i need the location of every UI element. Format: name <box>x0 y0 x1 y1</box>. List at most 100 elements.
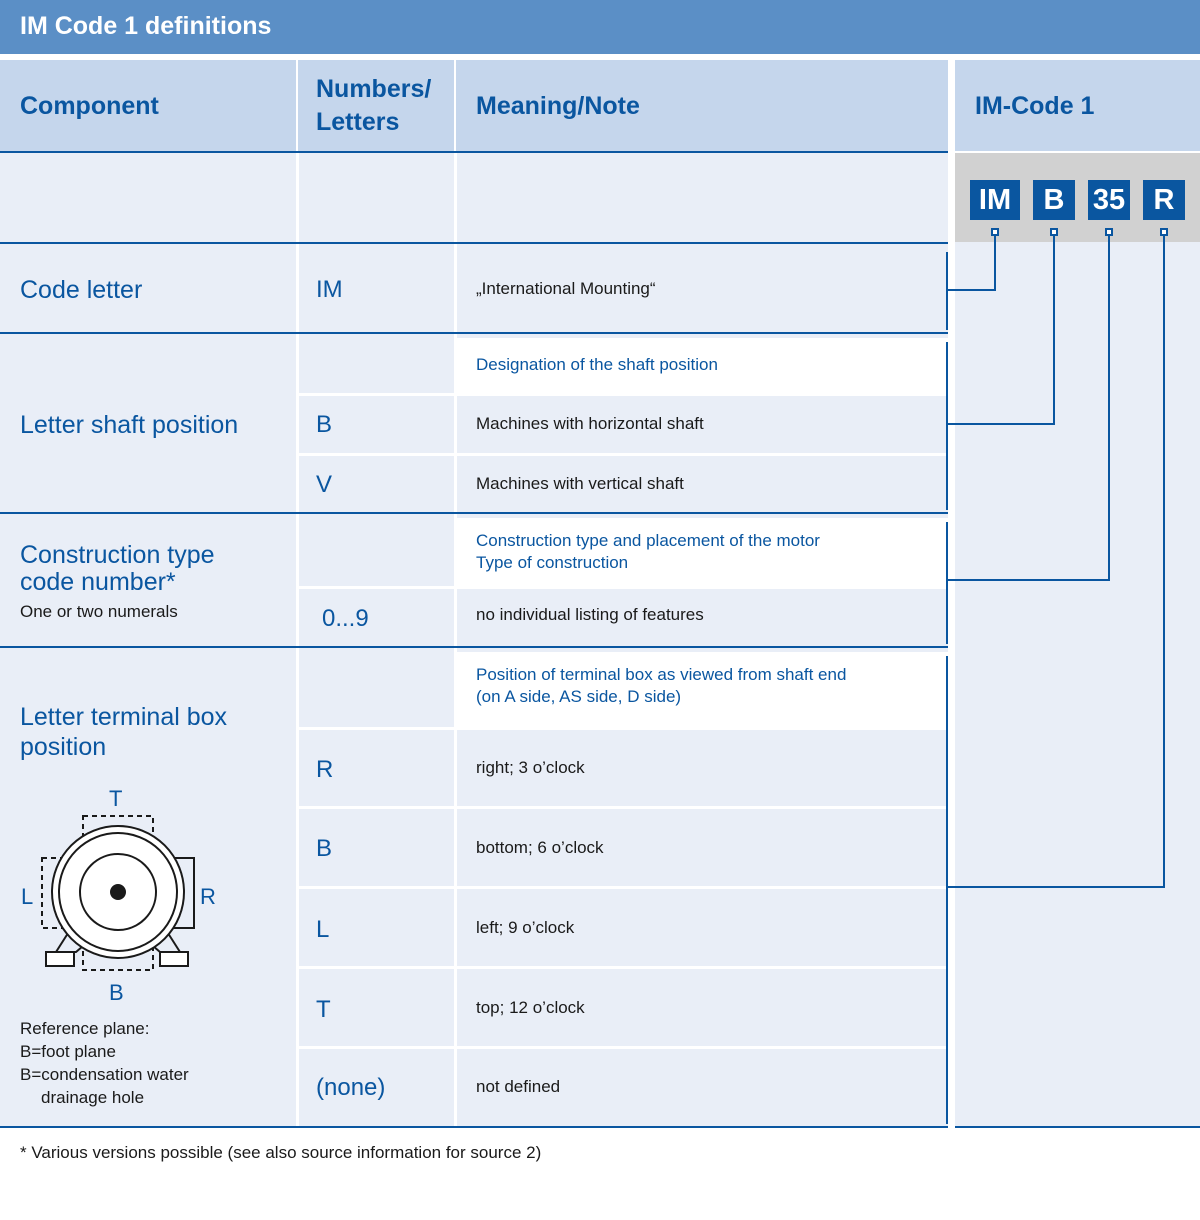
reference-line2: B=foot plane <box>20 1042 116 1061</box>
header-imcode: IM-Code 1 <box>975 92 1095 120</box>
connector-node-35 <box>1105 228 1113 236</box>
spacer-row <box>0 153 948 242</box>
sub-divider <box>296 727 948 730</box>
col-divider <box>296 648 299 1126</box>
col-divider <box>296 334 299 512</box>
terminal-symbol-l: L <box>316 916 330 943</box>
row-separator <box>955 1126 1200 1128</box>
shaft-symbol-b: B <box>316 411 333 438</box>
col-divider <box>296 244 299 332</box>
col-divider <box>296 153 299 242</box>
header-imcode-cell: IM-Code 1 <box>955 60 1200 151</box>
foot-pad-right <box>159 951 189 967</box>
reference-line1: Reference plane: <box>20 1019 150 1038</box>
reference-line4: drainage hole <box>41 1088 145 1107</box>
connector-b <box>1053 236 1055 425</box>
header-meaning: Meaning/Note <box>476 92 640 120</box>
sub-divider <box>296 886 948 889</box>
sub-divider <box>296 806 948 809</box>
code-letter-meaning: „International Mounting“ <box>476 279 656 298</box>
motor-rotor <box>79 853 157 931</box>
connector-node-b <box>1050 228 1058 236</box>
diagram-label-left: L <box>21 884 34 909</box>
connector-im <box>994 236 996 291</box>
connector-node-r <box>1160 228 1168 236</box>
shaft-heading-cell <box>456 338 948 393</box>
row-separator <box>0 332 948 334</box>
connector-35 <box>948 579 1110 581</box>
section-bracket <box>946 522 948 644</box>
shaft-symbol-v: V <box>316 471 333 498</box>
title-bar: IM Code 1 definitions <box>0 0 1200 54</box>
shaft-meaning-v: Machines with vertical shaft <box>476 474 684 493</box>
connector-35 <box>1108 236 1110 581</box>
row-separator <box>0 242 948 244</box>
shaft <box>110 884 126 900</box>
imcode-column <box>955 153 1200 1128</box>
code-box-b: B <box>1033 180 1075 220</box>
terminal-meaning-l: left; 9 o’clock <box>476 918 575 937</box>
shaft-heading: Designation of the shaft position <box>476 355 718 374</box>
code-letter-symbol: IM <box>316 276 343 303</box>
footnote: * Various versions possible (see also so… <box>20 1143 542 1162</box>
header-component-cell: Component <box>0 60 296 151</box>
connector-node-im <box>991 228 999 236</box>
motor-ring <box>58 832 178 952</box>
construction-heading-line2: Type of construction <box>476 553 629 572</box>
construction-heading-line1: Construction type and placement of the m… <box>476 531 820 550</box>
reference-line3: B=condensation water <box>20 1065 189 1084</box>
connector-r <box>1163 236 1165 888</box>
terminal-symbol-none: (none) <box>316 1074 386 1101</box>
terminal-component-line2: position <box>20 733 107 761</box>
foot-pad-left <box>45 951 75 967</box>
col-divider <box>454 244 457 332</box>
header-numbers-cell: Numbers/ Letters <box>298 60 454 151</box>
header-numbers-line2: Letters <box>316 108 400 136</box>
connector-r <box>948 886 1165 888</box>
row-separator <box>0 151 948 153</box>
row-separator <box>0 1126 948 1128</box>
row-separator <box>0 646 948 648</box>
terminal-symbol-b: B <box>316 835 333 862</box>
row-code-letter <box>0 244 948 332</box>
sub-divider <box>296 966 948 969</box>
col-divider <box>454 514 457 646</box>
connector-b <box>948 423 1055 425</box>
header-numbers-line1: Numbers/ <box>316 75 432 103</box>
terminal-box-bottom <box>82 943 154 971</box>
sub-divider <box>296 586 948 589</box>
connector-im <box>948 289 996 291</box>
sub-divider <box>296 453 948 456</box>
page-title: IM Code 1 definitions <box>20 12 272 40</box>
terminal-symbol-r: R <box>316 756 334 783</box>
shaft-meaning-b: Machines with horizontal shaft <box>476 414 704 433</box>
col-divider <box>454 334 457 512</box>
header-component: Component <box>20 92 159 120</box>
construction-component-line2: code number* <box>20 568 176 596</box>
section-bracket <box>946 342 948 510</box>
sub-divider <box>296 393 948 396</box>
col-divider <box>454 153 457 242</box>
construction-meaning: no individual listing of features <box>476 605 704 624</box>
code-box-35: 35 <box>1088 180 1130 220</box>
shaft-component: Letter shaft position <box>20 411 239 439</box>
col-divider <box>296 514 299 646</box>
row-separator <box>0 512 948 514</box>
construction-note: One or two numerals <box>20 602 178 621</box>
terminal-heading-line2: (on A side, AS side, D side) <box>476 687 682 706</box>
construction-component-line1: Construction type <box>20 541 215 569</box>
header-meaning-cell: Meaning/Note <box>456 60 948 151</box>
terminal-meaning-t: top; 12 o’clock <box>476 998 585 1017</box>
code-letter-component: Code letter <box>20 276 143 304</box>
code-box-r: R <box>1143 180 1185 220</box>
motor-diagram-icon <box>41 815 195 971</box>
terminal-symbol-t: T <box>316 996 331 1023</box>
terminal-heading-line1: Position of terminal box as viewed from … <box>476 665 847 684</box>
section-bracket <box>946 656 948 1124</box>
diagram-label-bottom: B <box>109 980 124 1005</box>
terminal-meaning-r: right; 3 o’clock <box>476 758 585 777</box>
col-divider <box>454 648 457 1126</box>
construction-symbol: 0...9 <box>322 605 369 632</box>
terminal-meaning-b: bottom; 6 o’clock <box>476 838 604 857</box>
section-bracket <box>946 252 948 330</box>
